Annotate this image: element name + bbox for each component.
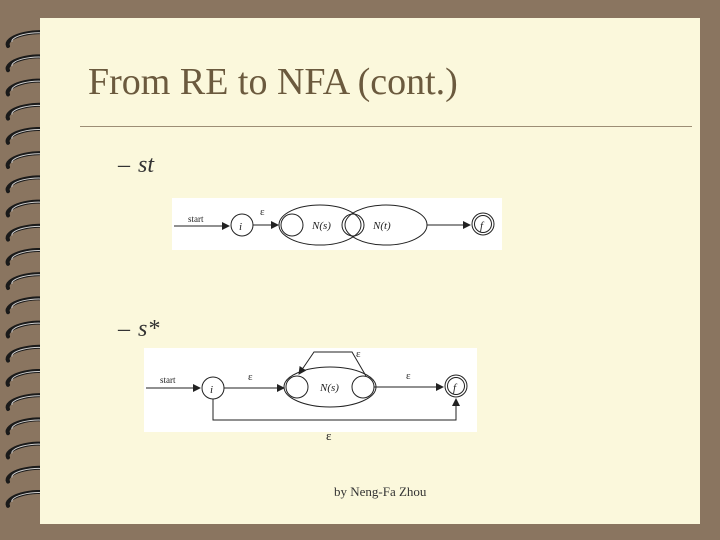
ns-start-state: [280, 213, 304, 237]
sub-nfa-ns: [278, 204, 362, 246]
state-f: [444, 374, 468, 398]
epsilon-bypass-arrow: [212, 398, 460, 421]
state-i-label: i: [239, 221, 242, 233]
nt-label: N(t): [372, 220, 391, 232]
bullet-expression: s*: [138, 316, 160, 342]
state-f-inner: [474, 215, 492, 233]
slide-title: From RE to NFA (cont.): [88, 61, 458, 103]
ns-start-state: [285, 375, 309, 399]
nfa-diagram-kleene-star: start i ε N(s) ε ε f: [144, 348, 477, 432]
bullet-sstar: –s*: [118, 316, 159, 343]
epsilon-bottom-label: ε: [326, 428, 332, 443]
start-label: start: [188, 214, 204, 224]
start-label: start: [160, 375, 176, 385]
epsilon-label: ε: [260, 206, 265, 218]
title-divider: [80, 126, 692, 127]
epsilon-top-label: ε: [356, 348, 361, 360]
ns-final-state: [351, 375, 375, 399]
bullet-expression: st: [138, 152, 155, 178]
state-f-label: f: [480, 220, 485, 232]
slide-page: [40, 18, 700, 524]
ns-label: N(s): [319, 382, 339, 394]
state-i-label: i: [210, 384, 213, 396]
merged-state: [341, 213, 365, 237]
slide-footer: by Neng-Fa Zhou: [334, 484, 427, 499]
epsilon-out-label: ε: [406, 370, 411, 382]
state-f-inner: [447, 377, 465, 395]
state-f-label: f: [453, 382, 458, 394]
nfa-diagram-concatenation: start i ε N(s) N(t) f: [172, 198, 502, 250]
epsilon-loop-arrow: [298, 351, 367, 377]
ns-label: N(s): [311, 220, 331, 232]
epsilon-in-label: ε: [248, 371, 253, 383]
bullet-st: –st: [118, 152, 154, 179]
bullet-dash: –: [118, 152, 130, 178]
bullet-dash: –: [118, 316, 130, 342]
state-f: [471, 212, 495, 236]
